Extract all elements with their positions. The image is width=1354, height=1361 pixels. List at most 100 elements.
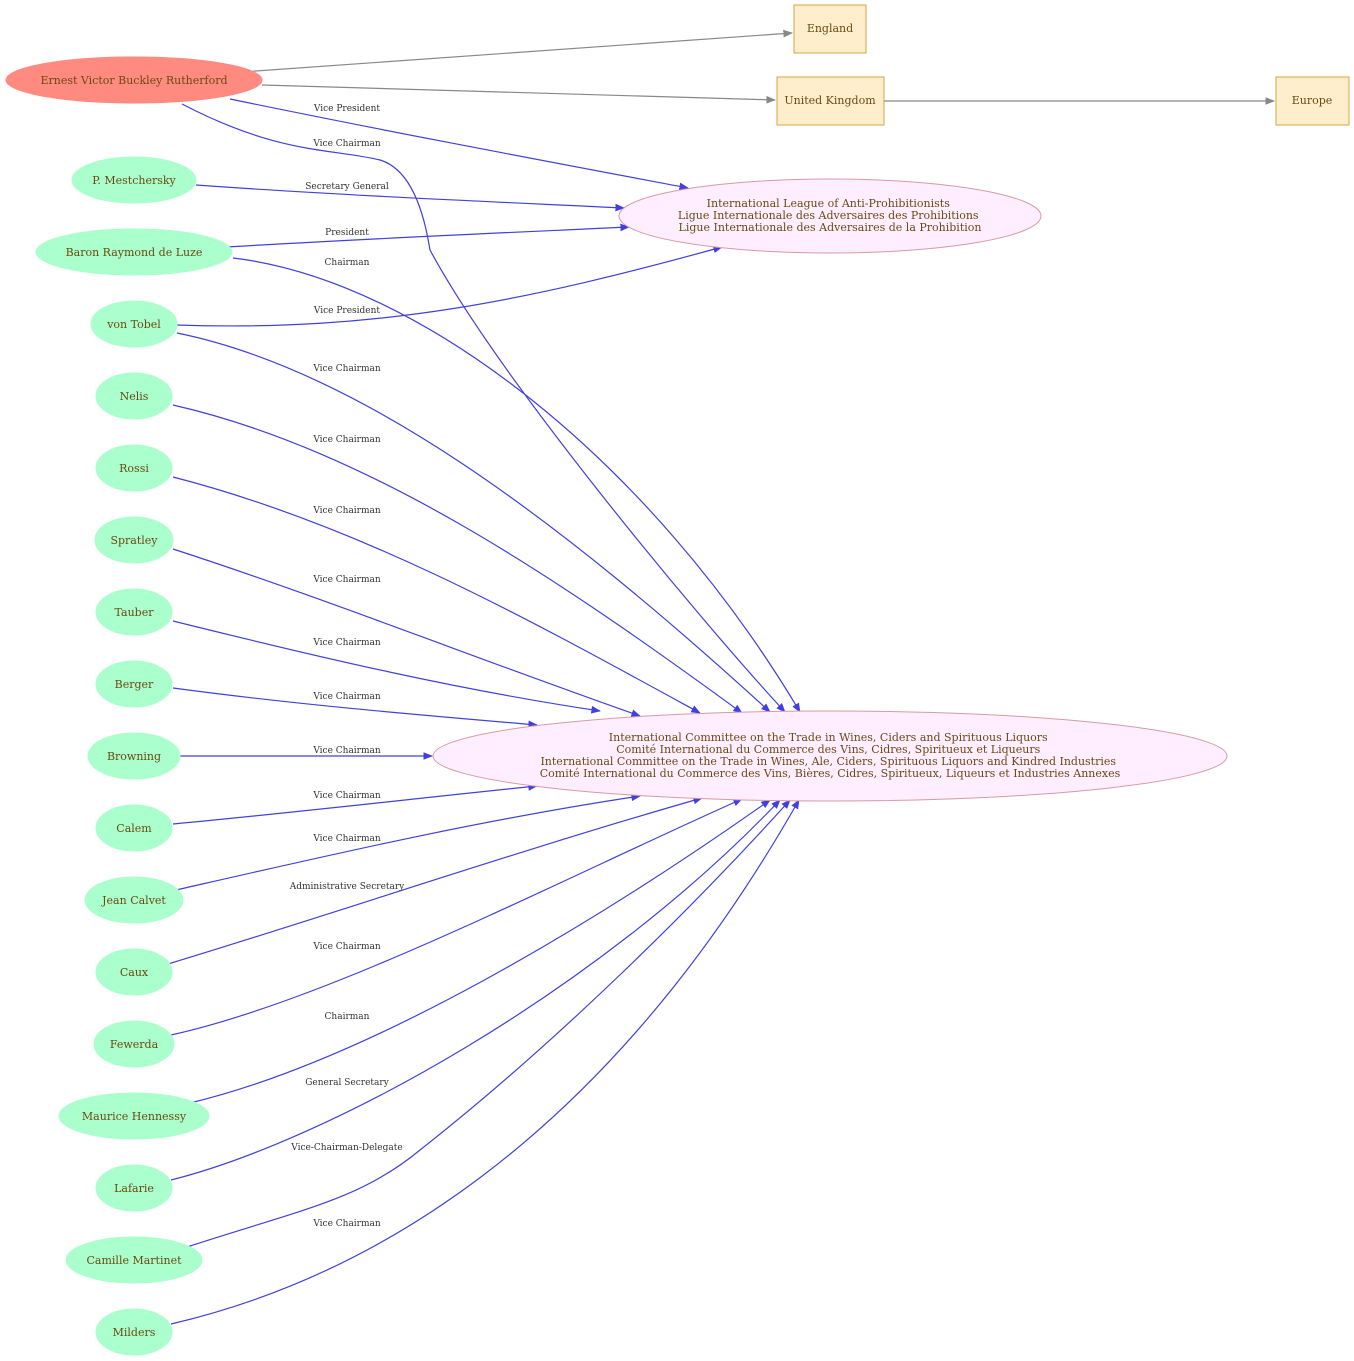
node-lafarie-label: Lafarie xyxy=(114,1182,154,1195)
edge-labels-layer: Vice President Vice Chairman Secretary G… xyxy=(289,104,405,1229)
node-berger[interactable]: Berger xyxy=(95,660,173,708)
node-milders[interactable]: Milders xyxy=(95,1308,173,1356)
node-calem[interactable]: Calem xyxy=(95,804,173,852)
edge-label-tauber-committee: Vice Chairman xyxy=(312,638,381,648)
edge-rutherford-committee xyxy=(181,103,786,713)
edge-label-fewerda-committee: Vice Chairman xyxy=(312,942,381,952)
node-tauber-label: Tauber xyxy=(115,606,155,619)
node-league-label: International League of Anti-Prohibition… xyxy=(678,197,982,234)
node-rossi-label: Rossi xyxy=(119,462,149,475)
edge-calem-committee xyxy=(172,783,538,825)
edge-caux-committee xyxy=(167,796,703,965)
node-committee[interactable]: International Committee on the Trade in … xyxy=(432,710,1228,802)
edge-fewerda-committee xyxy=(170,798,743,1036)
edge-deluze-league xyxy=(225,223,630,248)
node-calem-label: Calem xyxy=(116,822,152,835)
edge-hennessy-committee xyxy=(189,799,771,1104)
node-berger-label: Berger xyxy=(115,678,154,691)
edge-spratley-committee xyxy=(172,548,641,717)
edge-rutherford-uk xyxy=(261,84,776,104)
node-vontobel-label: von Tobel xyxy=(106,318,161,331)
edge-label-vontobel-league: Vice President xyxy=(313,306,381,316)
node-spratley-label: Spratley xyxy=(110,534,158,547)
node-europe[interactable]: Europe xyxy=(1275,76,1350,126)
edge-label-spratley-committee: Vice Chairman xyxy=(312,575,381,585)
node-hennessy-label: Maurice Hennessy xyxy=(82,1110,187,1123)
edge-lafarie-committee xyxy=(170,799,781,1181)
node-milders-label: Milders xyxy=(113,1326,156,1339)
league-name-1: International League of Anti-Prohibition… xyxy=(707,197,951,210)
edge-label-rutherford-committee: Vice Chairman xyxy=(312,139,381,149)
edge-label-martinet-committee: Vice-Chairman-Delegate xyxy=(290,1143,402,1153)
node-tauber[interactable]: Tauber xyxy=(95,588,173,636)
edge-label-mestchersky-league: Secretary General xyxy=(305,182,389,192)
league-name-2: Ligue Internationale des Adversaires des… xyxy=(678,209,979,222)
edge-label-vontobel-committee: Vice Chairman xyxy=(312,364,381,374)
node-england[interactable]: England xyxy=(793,4,867,54)
node-mestchersky[interactable]: P. Mestchersky xyxy=(71,156,197,204)
node-browning-label: Browning xyxy=(107,750,161,763)
committee-name-1: International Committee on the Trade in … xyxy=(609,731,1048,744)
node-browning[interactable]: Browning xyxy=(87,732,181,780)
edge-label-lafarie-committee: General Secretary xyxy=(305,1078,389,1088)
edge-deluze-committee xyxy=(232,257,801,713)
node-martinet-label: Camille Martinet xyxy=(87,1254,183,1267)
node-england-label: England xyxy=(807,22,853,35)
node-hennessy[interactable]: Maurice Hennessy xyxy=(58,1092,210,1140)
node-vontobel[interactable]: von Tobel xyxy=(90,300,178,348)
edge-mestchersky-league xyxy=(195,184,625,212)
node-europe-label: Europe xyxy=(1292,94,1333,107)
node-caux[interactable]: Caux xyxy=(95,948,173,996)
edge-label-browning-committee: Vice Chairman xyxy=(312,746,381,756)
node-deluze-label: Baron Raymond de Luze xyxy=(66,246,203,259)
edge-label-deluze-committee: Chairman xyxy=(325,258,370,268)
node-fewerda-label: Fewerda xyxy=(110,1038,159,1051)
node-league[interactable]: International League of Anti-Prohibition… xyxy=(618,178,1042,254)
node-mestchersky-label: P. Mestchersky xyxy=(92,174,176,187)
edge-label-calvet-committee: Vice Chairman xyxy=(312,834,381,844)
node-committee-label: International Committee on the Trade in … xyxy=(540,731,1121,780)
node-rutherford[interactable]: Ernest Victor Buckley Rutherford xyxy=(5,56,263,104)
edge-martinet-committee xyxy=(186,799,791,1248)
node-calvet-label: Jean Calvet xyxy=(101,894,166,907)
edge-nelis-committee xyxy=(172,404,743,714)
edge-label-milders-committee: Vice Chairman xyxy=(312,1219,381,1229)
node-rossi[interactable]: Rossi xyxy=(95,444,173,492)
edge-milders-committee xyxy=(170,799,800,1325)
edge-vontobel-committee xyxy=(176,332,771,713)
place-nodes: England United Kingdom Europe xyxy=(776,4,1350,126)
committee-name-2: Comité International du Commerce des Vin… xyxy=(616,743,1040,756)
edge-calvet-committee xyxy=(175,793,641,891)
edge-rutherford-england xyxy=(241,29,793,73)
node-united-kingdom[interactable]: United Kingdom xyxy=(776,76,885,126)
edge-label-caux-committee: Administrative Secretary xyxy=(289,882,405,892)
node-martinet[interactable]: Camille Martinet xyxy=(65,1236,203,1284)
node-united-kingdom-label: United Kingdom xyxy=(784,94,876,107)
node-nelis[interactable]: Nelis xyxy=(95,372,173,420)
node-spratley[interactable]: Spratley xyxy=(94,516,174,564)
edge-label-deluze-league: President xyxy=(325,228,369,238)
edge-label-nelis-committee: Vice Chairman xyxy=(312,435,381,445)
node-fewerda[interactable]: Fewerda xyxy=(93,1020,175,1068)
edge-tauber-committee xyxy=(172,620,601,714)
edge-berger-committee xyxy=(172,687,538,729)
node-nelis-label: Nelis xyxy=(120,390,149,403)
node-caux-label: Caux xyxy=(120,966,149,979)
league-name-3: Ligue Internationale des Adversaires de … xyxy=(679,221,982,234)
node-lafarie[interactable]: Lafarie xyxy=(95,1164,173,1212)
person-nodes: Ernest Victor Buckley Rutherford P. Mest… xyxy=(5,56,263,1356)
edge-vontobel-league xyxy=(175,245,723,327)
edge-label-rutherford-league: Vice President xyxy=(313,104,381,114)
committee-name-3: International Committee on the Trade in … xyxy=(540,755,1116,768)
edges-layer xyxy=(167,29,1275,1325)
edge-label-hennessy-committee: Chairman xyxy=(325,1012,370,1022)
edge-label-calem-committee: Vice Chairman xyxy=(312,791,381,801)
edge-label-rossi-committee: Vice Chairman xyxy=(312,506,381,516)
committee-name-4: Comité International du Commerce des Vin… xyxy=(540,767,1121,780)
node-rutherford-label: Ernest Victor Buckley Rutherford xyxy=(40,74,227,87)
node-calvet[interactable]: Jean Calvet xyxy=(84,876,184,924)
node-deluze[interactable]: Baron Raymond de Luze xyxy=(35,228,233,276)
edge-label-berger-committee: Vice Chairman xyxy=(312,692,381,702)
edge-rutherford-league xyxy=(229,98,689,191)
